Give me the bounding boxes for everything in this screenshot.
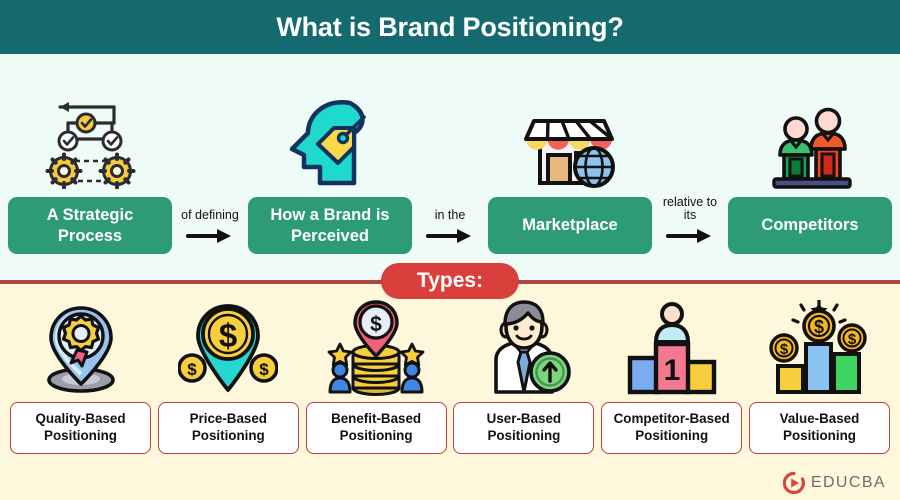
flow-section: A Strategic Process of defining: [0, 54, 900, 280]
flow-label-marketplace: Marketplace: [488, 197, 652, 254]
type-label-benefit-based: Benefit-Based Positioning: [305, 402, 447, 454]
type-card-user-based: User-Based Positioning: [453, 300, 595, 454]
type-label-value-based: Value-Based Positioning: [748, 402, 890, 454]
connector-in-the: in the: [416, 208, 484, 254]
type-card-quality-based: Quality-Based Positioning: [10, 300, 151, 454]
svg-text:$: $: [260, 360, 270, 379]
flow-node-competitors: Competitors: [728, 97, 892, 254]
connector-label-of-defining: of defining: [181, 208, 239, 223]
flow-label-competitors: Competitors: [728, 197, 892, 254]
svg-text:$: $: [780, 341, 789, 358]
user-uparrow-icon: [471, 300, 577, 396]
svg-text:$: $: [848, 331, 857, 348]
educba-logo: EDUCBA: [782, 472, 886, 494]
flow-node-marketplace: Marketplace: [488, 97, 652, 254]
types-badge: Types:: [380, 263, 520, 299]
winner-podium-icon: 1: [619, 300, 725, 396]
podium-people-icon: [755, 97, 865, 189]
type-label-price-based: Price-Based Positioning: [157, 402, 299, 454]
educba-play-circle-icon: [782, 472, 805, 494]
flow-label-brand-perceived: How a Brand is Perceived: [248, 197, 412, 254]
arrow-right-icon: [666, 229, 711, 243]
connector-of-defining: of defining: [176, 208, 244, 254]
svg-text:$: $: [188, 360, 198, 379]
type-label-user-based: User-Based Positioning: [453, 402, 595, 454]
head-tag-icon: [275, 97, 385, 189]
types-section: Quality-Based Positioning $ $ $: [0, 284, 900, 500]
pin-dollar-icon: $ $ $: [175, 300, 281, 396]
flow-node-strategic-process: A Strategic Process: [8, 97, 172, 254]
coins-people-star-icon: $: [323, 300, 429, 396]
arrow-right-icon: [186, 229, 231, 243]
svg-text:1: 1: [663, 354, 680, 387]
svg-text:$: $: [370, 313, 382, 336]
shop-globe-icon: [515, 97, 625, 189]
page-title: What is Brand Positioning?: [276, 11, 624, 42]
flow-label-strategic-process: A Strategic Process: [8, 197, 172, 254]
type-label-quality-based: Quality-Based Positioning: [10, 402, 151, 454]
arrow-right-icon: [426, 229, 471, 243]
educba-logo-text: EDUCBA: [810, 474, 886, 491]
type-card-value-based: $ $ $ Value-Based Positioning: [748, 300, 890, 454]
header-bar: What is Brand Positioning?: [0, 0, 900, 54]
connector-label-in-the: in the: [434, 208, 466, 223]
flow-node-brand-perceived: How a Brand is Perceived: [248, 97, 412, 254]
type-card-competitor-based: 1 Competitor-Based Positioning: [601, 300, 743, 454]
svg-text:$: $: [219, 317, 237, 354]
type-label-competitor-based: Competitor-Based Positioning: [601, 402, 743, 454]
flowchart-gears-icon: [35, 97, 145, 189]
type-card-benefit-based: $ Benefit-Based Positioning: [305, 300, 447, 454]
type-card-price-based: $ $ $ Price-Based Positioning: [157, 300, 299, 454]
pin-award-icon: [28, 300, 134, 396]
connector-relative-to-its: relative to its: [656, 194, 724, 255]
connector-label-relative-to-its: relative to its: [662, 194, 718, 223]
bar-chart-coins-icon: $ $ $: [766, 300, 872, 396]
svg-text:$: $: [814, 317, 824, 337]
